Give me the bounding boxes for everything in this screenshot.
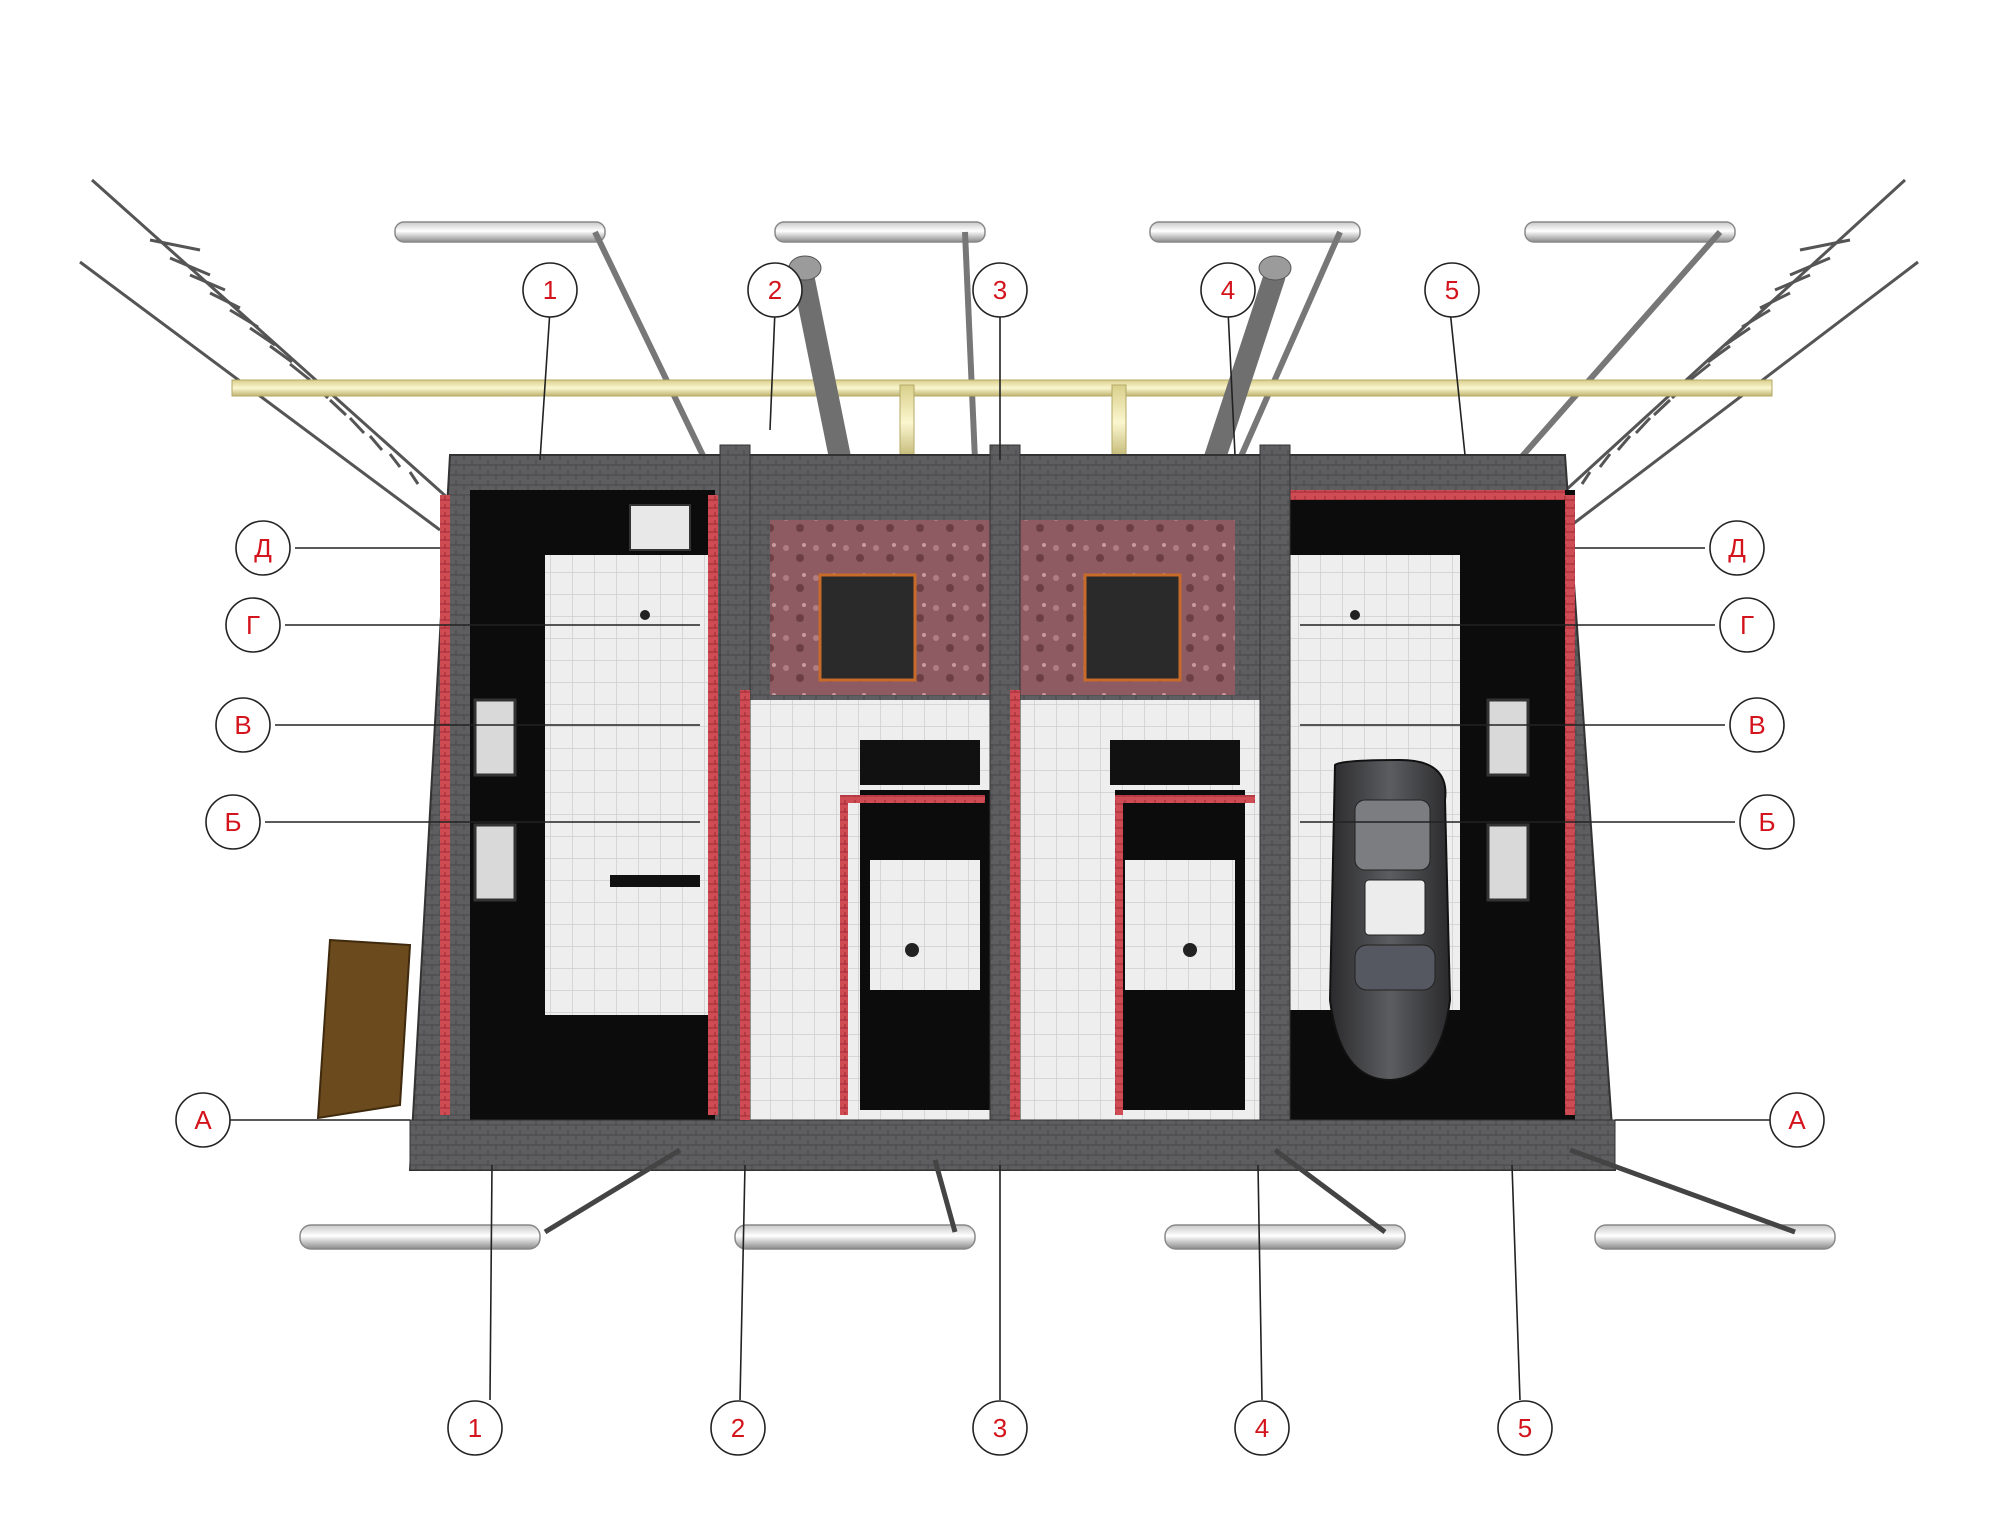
- axis-marker-label: Д: [1728, 533, 1746, 563]
- axis-marker-right-rows-1: Д: [1709, 520, 1765, 576]
- axis-marker-circle: [215, 697, 271, 753]
- axis-marker-circle: [1424, 262, 1480, 318]
- axis-marker-circle: [235, 520, 291, 576]
- axis-marker-label: 4: [1255, 1413, 1269, 1443]
- axis-marker-circle: [710, 1400, 766, 1456]
- axis-marker-bottom-columns-2: 2: [710, 1400, 766, 1456]
- axis-marker-left-rows-5: А: [175, 1092, 231, 1148]
- axis-marker-circle: [972, 1400, 1028, 1456]
- ladder-left: [79, 178, 451, 532]
- axis-marker-circle: [1200, 262, 1256, 318]
- axis-marker-top-columns-1: 1: [522, 262, 578, 318]
- axis-marker-circle: [1497, 1400, 1553, 1456]
- axis-marker-label: В: [1748, 710, 1765, 740]
- axis-marker-bottom-columns-5: 5: [1497, 1400, 1553, 1456]
- axis-marker-circle: [1739, 794, 1795, 850]
- axis-marker-circle: [1769, 1092, 1825, 1148]
- bottom-gutters: [299, 1147, 1836, 1250]
- axis-marker-label: Г: [246, 610, 260, 640]
- axis-marker-circle: [1719, 597, 1775, 653]
- axis-marker-label: 1: [468, 1413, 482, 1443]
- axis-marker-right-rows-2: Г: [1719, 597, 1775, 653]
- axis-marker-label: В: [234, 710, 251, 740]
- axis-marker-top-columns-4: 4: [1200, 262, 1256, 318]
- axis-marker-label: 2: [731, 1413, 745, 1443]
- axis-marker-label: Г: [1740, 610, 1754, 640]
- axis-marker-right-rows-4: Б: [1739, 794, 1795, 850]
- axis-marker-left-rows-2: Г: [225, 597, 281, 653]
- axis-marker-top-columns-2: 2: [747, 262, 803, 318]
- axis-marker-right-rows-5: А: [1769, 1092, 1825, 1148]
- axis-marker-label: Б: [1758, 807, 1775, 837]
- axis-marker-label: 2: [768, 275, 782, 305]
- axis-marker-circle: [447, 1400, 503, 1456]
- axis-marker-label: 3: [993, 275, 1007, 305]
- axis-marker-circle: [205, 794, 261, 850]
- axis-marker-circle: [1234, 1400, 1290, 1456]
- axis-marker-label: 5: [1445, 275, 1459, 305]
- axis-marker-label: 5: [1518, 1413, 1532, 1443]
- building-floor-plan: [316, 444, 1617, 1171]
- axis-marker-left-rows-3: В: [215, 697, 271, 753]
- axis-marker-bottom-columns-1: 1: [447, 1400, 503, 1456]
- axis-marker-circle: [1709, 520, 1765, 576]
- axis-marker-label: Б: [224, 807, 241, 837]
- car: [1328, 758, 1452, 1082]
- axis-marker-label: 3: [993, 1413, 1007, 1443]
- axis-marker-circle: [225, 597, 281, 653]
- axis-marker-label: А: [194, 1105, 212, 1135]
- axis-marker-label: 4: [1221, 275, 1235, 305]
- axis-marker-circle: [522, 262, 578, 318]
- axis-marker-left-rows-4: Б: [205, 794, 261, 850]
- axis-marker-left-rows-1: Д: [235, 520, 291, 576]
- axis-marker-label: А: [1788, 1105, 1806, 1135]
- axis-marker-bottom-columns-4: 4: [1234, 1400, 1290, 1456]
- axis-marker-top-columns-5: 5: [1424, 262, 1480, 318]
- axis-marker-label: 1: [543, 275, 557, 305]
- top-gutters: [394, 221, 1736, 472]
- axis-leader-lines: [230, 309, 1770, 1401]
- axis-marker-circle: [175, 1092, 231, 1148]
- axis-marker-circle: [1729, 697, 1785, 753]
- axis-marker-circle: [747, 262, 803, 318]
- axis-marker-top-columns-3: 3: [972, 262, 1028, 318]
- axis-marker-right-rows-3: В: [1729, 697, 1785, 753]
- axis-marker-label: Д: [254, 533, 272, 563]
- gas-pipe: [231, 379, 1773, 461]
- axis-marker-bottom-columns-3: 3: [972, 1400, 1028, 1456]
- axis-marker-circle: [972, 262, 1028, 318]
